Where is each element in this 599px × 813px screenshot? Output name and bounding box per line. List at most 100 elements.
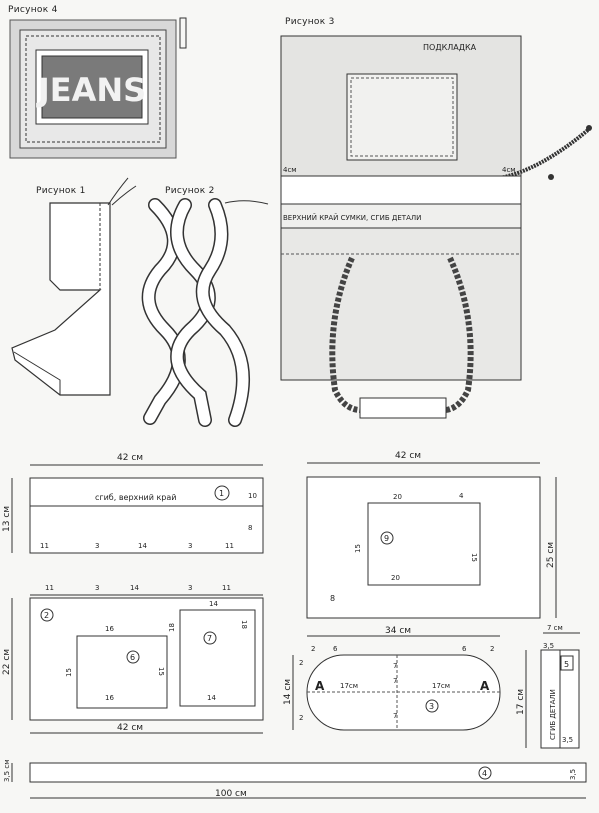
p3-seven-3: 7 [393,712,397,720]
p1-mark-5: 11 [225,542,234,550]
p8-offset: 4 [459,492,464,500]
zip-left-4cm: 4см [283,166,297,174]
jeans-patch: JEANS [9,19,177,159]
p3-a-right: A [480,679,490,693]
p2-mark-1: 11 [45,584,54,592]
p1-mark-4: 3 [188,542,192,550]
p4-strap [29,762,587,783]
strip-fold [13,351,61,395]
p9-badge [380,531,394,545]
p2-height: 22 см [2,649,12,675]
figure-4-label: Рисунок 4 [8,5,58,15]
figure-3-label: Рисунок 3 [285,17,335,27]
p5-top: 3,5 [543,642,554,650]
p7-badge [203,631,217,645]
p2-width: 42 см [117,723,143,733]
p6-right: 15 [157,667,165,676]
zip-right-4cm: 4см [502,166,516,174]
measure-mark [179,17,187,49]
fold-label: ВЕРХНИЙ КРАЙ СУМКИ, СГИБ ДЕТАЛИ [283,213,421,222]
p8-height: 25 см [546,542,556,568]
p3-height: 14 см [283,679,293,705]
p9-top: 20 [393,493,402,501]
p5-width: 7 см [547,624,563,632]
zipper-pull [586,125,592,131]
p5-badge [560,655,574,671]
braid-thread [224,200,269,205]
patch-label-bg [41,55,143,119]
bag-body [280,227,522,381]
p3-t6b: 6 [462,645,467,653]
p7-left: 18 [168,623,176,632]
p2-badge [40,608,54,622]
figure-1-label: Рисунок 1 [36,186,86,196]
p4-height: 3,5 см [3,760,11,783]
p6-bottom: 16 [105,694,114,702]
p7-number: 7 [207,634,212,643]
figure-3: Рисунок 3 ПОДКЛАДКА 4см 4см ВЕРХНИЙ КРАЙ… [280,17,592,419]
p2-mark-5: 11 [222,584,231,592]
rolled-strip [11,202,111,396]
figure-2: Рисунок 2 [141,186,269,427]
p9-left: 15 [354,544,362,553]
p9-number: 9 [384,534,389,543]
lining-label: ПОДКЛАДКА [423,43,477,52]
p1-height: 13 см [2,506,12,532]
p8-width: 42 см [395,451,421,461]
braid-strand-3-fill [197,199,249,426]
p4-number: 4 [482,769,487,778]
p5-fold-text: СГИБ ДЕТАЛИ [549,689,557,740]
p4-right: 3,5 [569,769,577,780]
p3-width: 34 см [385,626,411,636]
p3-seven-2: 7 [393,677,397,685]
p3-number: 3 [429,702,434,711]
handle-left [329,256,366,414]
p3-badge [425,699,439,713]
p6-pocket [76,635,168,709]
p3-left-17: 17см [340,682,358,690]
figure-4: Рисунок 4 JEANS [8,5,187,159]
p7-top: 14 [209,600,218,608]
figure-1: Рисунок 1 [11,177,137,396]
figure-2-label: Рисунок 2 [165,186,215,196]
p9-bottom: 20 [391,574,400,582]
p1-panel [29,477,264,554]
bag-top-band [280,175,522,205]
pattern-3: 34 см 14 см A A 17см 17см 2 6 6 2 7 7 7 … [283,626,501,731]
p3-two-l: 2 [299,659,303,667]
p7-right: 18 [240,620,248,629]
strip-threads [107,177,137,206]
p3-t2b: 2 [490,645,494,653]
p5-height: 17 см [516,689,526,715]
p2-mark-3: 14 [130,584,139,592]
p3-t2: 2 [311,645,315,653]
p5-bottom: 3,5 [562,736,573,744]
zipper-stop [548,174,554,180]
p3-seven-1: 7 [393,662,397,670]
p1-side: 10 [248,492,257,500]
p9-right: 15 [470,553,478,562]
p3-right-17: 17см [432,682,450,690]
p1-mark-2: 3 [95,542,99,550]
p5-number: 5 [564,660,569,669]
p7-pocket [179,609,256,707]
p3-a-left: A [315,679,325,693]
p6-number: 6 [130,653,135,662]
patch-stitch [25,35,161,143]
p1-badge [214,485,230,501]
patch-text: JEANS [36,71,146,109]
p3-two-l2: 2 [299,714,303,722]
lining-pocket-stitch [350,77,454,157]
handle-right [439,256,474,414]
handle-grip [359,397,447,419]
p8-number: 8 [330,594,335,603]
p1-mark-3: 14 [138,542,147,550]
p6-left: 15 [65,668,73,677]
p6-top: 16 [105,625,114,633]
p1-number: 1 [219,489,224,498]
p1-fold-label: сгиб, верхний край [95,493,176,502]
p7-bottom: 14 [207,694,216,702]
p4-badge [478,766,492,780]
lining-pocket [346,73,458,161]
